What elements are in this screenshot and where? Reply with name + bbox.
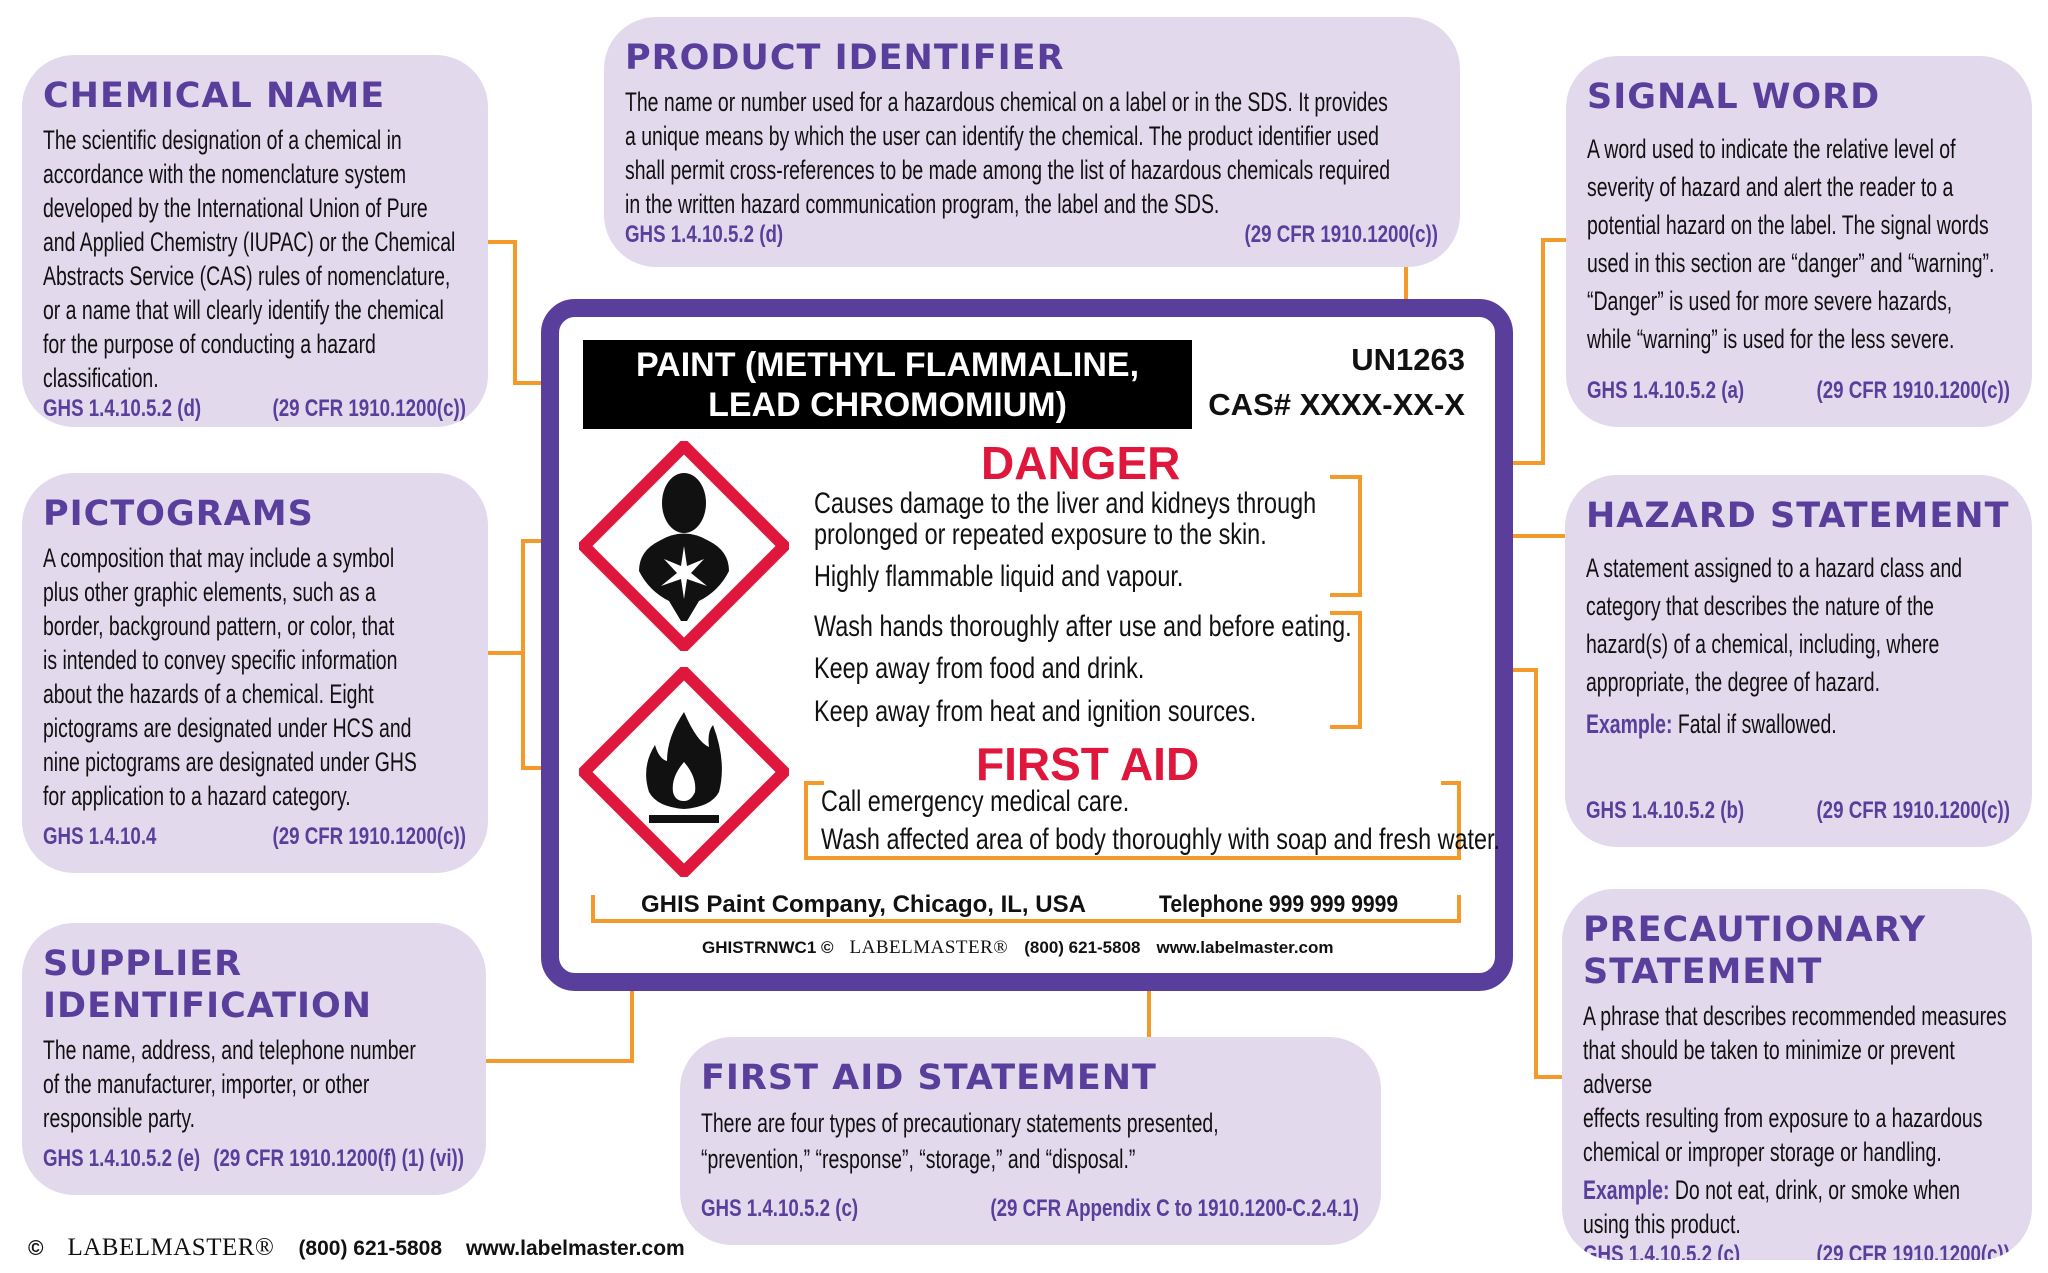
precaution-line: Keep away from heat and ignition sources… [814, 695, 1257, 728]
supplier-identification-box: SUPPLIER IDENTIFICATION The name, addres… [22, 923, 486, 1195]
bracket-cap [1441, 781, 1461, 785]
hazard-statement-line: Causes damage to the liver and kidneys t… [814, 487, 1317, 520]
box-description: A word used to indicate the relative lev… [1587, 134, 1995, 354]
box-description: The scientific designation of a chemical… [43, 125, 456, 393]
supplier-telephone: Telephone 999 999 9999 [1159, 891, 1399, 918]
cfr-reference: (29 CFR 1910.1200(c)) [1816, 1241, 2010, 1260]
ghs-reference: GHS 1.4.10.5.2 (b) [1586, 797, 1745, 824]
copyright-symbol: © [28, 1237, 44, 1260]
example-text: Fatal if swallowed. [1672, 709, 1837, 739]
health-hazard-pictogram [579, 441, 789, 651]
cfr-reference: (29 CFR 1910.1200(c)) [1816, 377, 2010, 404]
flammable-pictogram [579, 667, 789, 877]
cfr-reference: (29 CFR Appendix C to 1910.1200-C.2.4.1) [990, 1195, 1359, 1222]
flame-icon [646, 712, 722, 823]
cfr-reference: (29 CFR 1910.1200(c)) [272, 823, 466, 850]
first-aid-bracket [804, 781, 1461, 860]
box-description: A composition that may include a symbol … [43, 543, 417, 811]
product-name: PAINT (METHYL FLAMMALINE, LEAD CHROMOMIU… [583, 340, 1192, 429]
box-title: SIGNAL WORD [1587, 77, 1881, 117]
ghs-reference: GHS 1.4.10.5.2 (e) [43, 1145, 201, 1172]
un-number: UN1263 [1351, 342, 1465, 377]
box-description: The name, address, and telephone number … [43, 1035, 416, 1133]
precaution-line: Wash hands thoroughly after use and befo… [814, 610, 1352, 643]
page-footer: © LABELMASTER® (800) 621-5808 www.labelm… [28, 1234, 685, 1262]
supplier-name: GHIS Paint Company, Chicago, IL, USA [641, 891, 1086, 918]
precaution-bracket [1330, 611, 1362, 729]
example-label: Example: [1583, 1175, 1670, 1205]
first-aid-line: Call emergency medical care. [821, 785, 1130, 818]
label-url: www.labelmaster.com [1156, 938, 1334, 957]
pictograms-box: PICTOGRAMS A composition that may includ… [22, 473, 488, 873]
cfr-reference: (29 CFR 1910.1200(c)) [1244, 221, 1438, 248]
label-code: GHISTRNWC1 © [702, 938, 834, 957]
label-footer: GHISTRNWC1 © LABELMASTER® (800) 621-5808… [702, 937, 1334, 959]
box-title: HAZARD STATEMENT [1586, 496, 2010, 536]
box-description: There are four types of precautionary st… [701, 1108, 1219, 1174]
ghs-reference: GHS 1.4.10.5.2 (a) [1587, 377, 1745, 404]
cfr-reference: (29 CFR 1910.1200(c)) [1816, 797, 2010, 824]
box-description: The name or number used for a hazardous … [625, 87, 1391, 219]
ghs-sample-label: PAINT (METHYL FLAMMALINE, LEAD CHROMOMIU… [541, 299, 1513, 991]
first-aid-heading: FIRST AID [976, 738, 1200, 790]
labelmaster-logo: LABELMASTER® [67, 1234, 275, 1261]
precautionary-statement-box: PRECAUTIONARY STATEMENT A phrase that de… [1562, 889, 2032, 1260]
box-title: CHEMICAL NAME [43, 76, 386, 116]
ghs-reference: GHS 1.4.10.4 [43, 823, 157, 850]
box-title: PRECAUTIONARY STATEMENT [1583, 910, 1927, 992]
box-description: A phrase that describes recommended meas… [1583, 1001, 2007, 1167]
footer-phone: (800) 621-5808 [298, 1237, 443, 1260]
cfr-reference: (29 CFR 1910.1200(f) (1) (vi)) [213, 1145, 464, 1172]
supplier-bracket [591, 895, 1461, 923]
ghs-reference: GHS 1.4.10.5.2 (c) [1583, 1241, 1741, 1260]
box-title: PICTOGRAMS [43, 494, 314, 534]
first-aid-line: Wash affected area of body thoroughly wi… [821, 823, 1501, 856]
ghs-reference: GHS 1.4.10.5.2 (d) [625, 221, 784, 248]
cas-number: CAS# XXXX-XX-X [1208, 387, 1465, 422]
chemical-name-box: CHEMICAL NAME The scientific designation… [22, 55, 488, 427]
example-text: Do not eat, drink, or smoke when using t… [1583, 1175, 1961, 1239]
ghs-reference: GHS 1.4.10.5.2 (d) [43, 395, 202, 422]
example-label: Example: [1586, 709, 1673, 739]
ghs-reference: GHS 1.4.10.5.2 (c) [701, 1195, 859, 1222]
box-description: A statement assigned to a hazard class a… [1586, 553, 1963, 697]
hazard-statement-line: Highly flammable liquid and vapour. [814, 560, 1184, 593]
box-title: FIRST AID STATEMENT [701, 1058, 1157, 1098]
precaution-line: Keep away from food and drink. [814, 652, 1145, 685]
hazard-statement-line: prolonged or repeated exposure to the sk… [814, 518, 1267, 551]
bracket-cap [804, 781, 824, 785]
product-identifier-box: PRODUCT IDENTIFIER The name or number us… [604, 17, 1460, 267]
hazard-statement-box: HAZARD STATEMENT A statement assigned to… [1565, 475, 2032, 847]
labelmaster-logo: LABELMASTER® [849, 937, 1009, 958]
signal-word-box: SIGNAL WORD A word used to indicate the … [1566, 56, 2032, 427]
cfr-reference: (29 CFR 1910.1200(c)) [272, 395, 466, 422]
box-title: PRODUCT IDENTIFIER [625, 38, 1065, 78]
signal-word-danger: DANGER [981, 437, 1181, 489]
box-title: SUPPLIER IDENTIFICATION [43, 944, 373, 1026]
hazard-bracket [1330, 475, 1362, 597]
footer-url[interactable]: www.labelmaster.com [466, 1237, 685, 1260]
health-hazard-icon [639, 473, 729, 621]
first-aid-statement-box: FIRST AID STATEMENT There are four types… [680, 1037, 1381, 1245]
label-phone: (800) 621-5808 [1024, 938, 1141, 957]
